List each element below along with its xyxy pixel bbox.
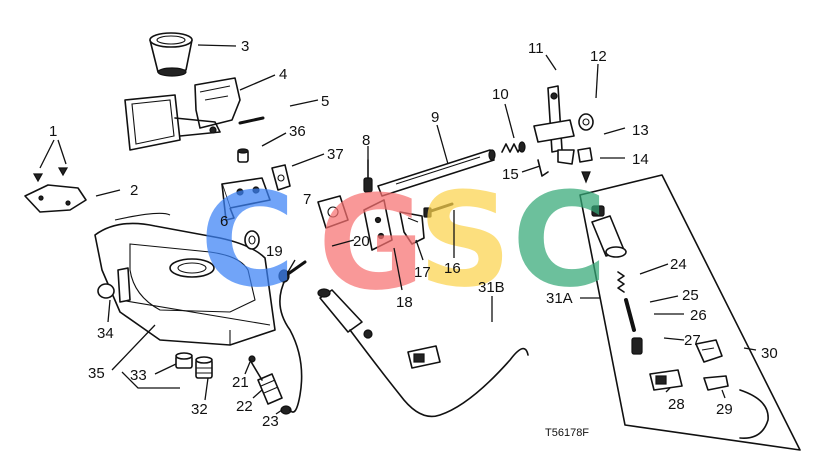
part-17-clip [399, 211, 425, 245]
callout-32: 32 [191, 401, 208, 418]
callout-33: 33 [130, 367, 147, 384]
part-25-spring [617, 271, 625, 293]
callout-3: 3 [241, 38, 249, 55]
callout-12: 12 [590, 48, 607, 65]
callout-21: 21 [232, 374, 249, 391]
tube-loop [279, 277, 303, 413]
kit-wire [739, 389, 769, 439]
callout-6: 6 [220, 213, 228, 230]
part-28-connector [649, 369, 683, 391]
part-6-bracket [221, 177, 271, 221]
watermark-letter-g: G [318, 167, 425, 319]
callout-29: 29 [716, 401, 733, 418]
part-24-body [591, 205, 627, 258]
part-36-bushing [237, 148, 249, 163]
part-10-spring [501, 141, 526, 153]
callout-27: 27 [684, 332, 701, 349]
callout-2: 2 [130, 182, 138, 199]
part-14-nut [577, 147, 593, 163]
watermark: C G S C [200, 164, 607, 319]
part-19-pin [278, 260, 307, 283]
callout-labels: 1 2 3 4 5 6 7 8 9 10 11 12 13 14 15 16 1… [49, 38, 778, 430]
part-3-cup [149, 32, 193, 77]
part-31a-panel [579, 174, 801, 451]
part-37-plate [271, 164, 291, 191]
callout-16: 16 [444, 260, 461, 277]
part-35-housing [94, 212, 276, 346]
part-30-clip [695, 339, 723, 363]
part-drawings [24, 32, 801, 451]
part-2-plate [24, 184, 87, 213]
part-1-screws [32, 167, 69, 183]
callout-11: 11 [528, 40, 544, 57]
callout-8: 8 [362, 132, 370, 149]
callout-25: 25 [682, 287, 699, 304]
figure-code: T56178F [545, 427, 589, 439]
part-32-plug [195, 356, 213, 379]
callout-34: 34 [97, 325, 114, 342]
part-31b-harness [317, 288, 529, 418]
callout-7: 7 [303, 191, 311, 208]
callout-24: 24 [670, 256, 687, 273]
watermark-letter-s: S [418, 164, 512, 316]
callout-15: 15 [502, 166, 519, 183]
callout-18: 18 [396, 294, 413, 311]
callout-31b: 31B [478, 279, 505, 296]
callout-22: 22 [236, 398, 253, 415]
callout-10: 10 [492, 86, 509, 103]
callout-23: 23 [262, 413, 279, 430]
part-9-shaft [377, 149, 496, 197]
callout-30: 30 [761, 345, 778, 362]
part-5-pin [238, 116, 265, 125]
part-27-fitting [631, 337, 643, 355]
part-7-nut [244, 230, 260, 250]
part-15-clip [537, 159, 549, 177]
callout-9: 9 [431, 109, 439, 126]
callout-20: 20 [353, 233, 370, 250]
part-29-terminal [703, 375, 729, 391]
part-33-plug [175, 352, 193, 369]
part-20-lever [317, 195, 349, 229]
part-26-plunger [624, 298, 636, 332]
part-14-screw [581, 171, 591, 184]
callout-13: 13 [632, 122, 649, 139]
callout-14: 14 [632, 151, 649, 168]
callout-5: 5 [321, 93, 329, 110]
part-16-bolt [423, 202, 454, 218]
part-4-pad [124, 77, 241, 151]
part-12-washer [578, 113, 594, 131]
callout-28: 28 [668, 396, 685, 413]
callout-19: 19 [266, 243, 283, 260]
callout-26: 26 [690, 307, 707, 324]
part-18-bracket [363, 199, 393, 251]
callout-31a: 31A [546, 290, 573, 307]
part-34-knob [97, 267, 131, 303]
part-8-screw [363, 159, 373, 193]
leader-lines [39, 44, 757, 415]
callout-1: 1 [49, 123, 57, 140]
watermark-letter-c1: C [200, 164, 295, 316]
callout-35: 35 [88, 365, 105, 382]
watermark-letter-c2: C [512, 164, 607, 316]
part-22-valve [249, 359, 283, 405]
callout-17: 17 [414, 264, 431, 281]
part-11-arm [533, 85, 575, 165]
callout-4: 4 [279, 66, 287, 83]
callout-36: 36 [289, 123, 306, 140]
callout-37: 37 [327, 146, 344, 163]
